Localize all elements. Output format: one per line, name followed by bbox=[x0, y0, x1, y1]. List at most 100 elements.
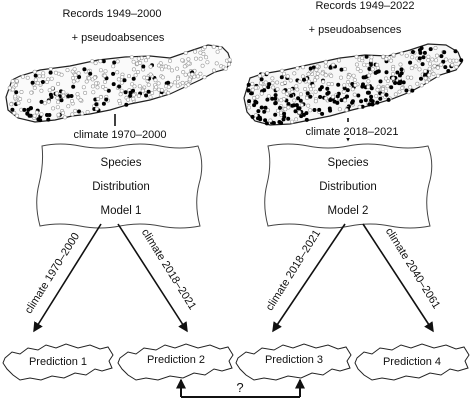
pseudoabsence-point bbox=[448, 58, 453, 63]
pseudoabsence-point bbox=[358, 69, 363, 74]
pseudoabsence-point bbox=[409, 75, 414, 80]
presence-point bbox=[25, 111, 30, 116]
pseudoabsence-point bbox=[286, 105, 291, 110]
pseudoabsence-point bbox=[204, 55, 209, 60]
pseudoabsence-point bbox=[71, 76, 76, 81]
pseudoabsence-point bbox=[375, 65, 380, 70]
pseudoabsence-point bbox=[218, 45, 223, 50]
pseudoabsence-point bbox=[131, 96, 136, 101]
pseudoabsence-point bbox=[98, 59, 103, 64]
pseudoabsence-point bbox=[391, 76, 396, 81]
pseudoabsence-point bbox=[186, 61, 191, 66]
presence-point bbox=[131, 76, 136, 81]
pseudoabsence-point bbox=[367, 73, 372, 78]
pseudoabsence-point bbox=[56, 112, 61, 117]
presence-point bbox=[39, 99, 44, 104]
presence-point bbox=[264, 121, 269, 126]
pseudoabsence-point bbox=[342, 98, 347, 103]
pseudoabsence-point bbox=[148, 72, 153, 77]
presence-point bbox=[419, 76, 423, 81]
presence-point bbox=[399, 67, 404, 72]
pseudoabsence-point bbox=[380, 93, 385, 98]
pseudoabsence-point bbox=[66, 104, 71, 109]
pseudoabsence-point bbox=[255, 94, 260, 99]
model-1-shape bbox=[36, 143, 203, 229]
pseudoabsence-point bbox=[299, 103, 304, 108]
pseudoabsence-point bbox=[384, 56, 389, 61]
pseudoabsence-point bbox=[405, 75, 410, 80]
model-1-box: Species Distribution Model 1 bbox=[36, 143, 203, 229]
prediction-2-label: Prediction 2 bbox=[147, 354, 205, 366]
pseudoabsence-point bbox=[404, 53, 409, 58]
pseudoabsence-point bbox=[190, 72, 195, 77]
presence-point bbox=[123, 90, 128, 95]
pseudoabsence-point bbox=[297, 110, 302, 115]
pseudoabsence-point bbox=[427, 73, 432, 78]
pseudoabsence-point bbox=[275, 87, 280, 92]
left-climate-label-bg bbox=[72, 126, 168, 142]
presence-point bbox=[146, 89, 151, 94]
pseudoabsence-point bbox=[61, 93, 66, 98]
pseudoabsence-point bbox=[175, 66, 180, 71]
presence-point bbox=[335, 94, 340, 99]
pseudoabsence-point bbox=[391, 52, 396, 57]
pseudoabsence-point bbox=[56, 100, 61, 105]
presence-point bbox=[263, 118, 268, 123]
pseudoabsence-point bbox=[285, 74, 290, 79]
pseudoabsence-point bbox=[300, 65, 305, 70]
pseudoabsence-point bbox=[131, 92, 136, 97]
prediction-3-label: Prediction 3 bbox=[265, 354, 323, 366]
pseudoabsence-point bbox=[323, 73, 328, 78]
pseudoabsence-point bbox=[427, 61, 432, 66]
presence-point bbox=[441, 59, 446, 64]
pseudoabsence-point bbox=[323, 64, 328, 69]
pseudoabsence-point bbox=[360, 56, 365, 61]
pseudoabsence-point bbox=[169, 82, 174, 87]
pseudoabsence-point bbox=[41, 71, 46, 76]
pseudoabsence-point bbox=[166, 85, 171, 90]
right-climate-label: climate 2018–2021 bbox=[306, 126, 399, 138]
pseudoabsence-point bbox=[284, 92, 289, 97]
left-branch-arrow-2 bbox=[117, 223, 188, 333]
presence-point bbox=[256, 109, 261, 114]
pseudoabsence-point bbox=[383, 88, 388, 93]
pseudoabsence-point bbox=[59, 72, 64, 77]
pseudoabsence-point bbox=[102, 73, 107, 78]
pseudoabsence-point bbox=[42, 101, 47, 106]
pseudoabsence-point bbox=[399, 51, 404, 56]
pseudoabsence-point bbox=[55, 105, 60, 110]
pseudoabsence-point bbox=[330, 94, 335, 99]
pseudoabsence-point bbox=[346, 80, 351, 85]
presence-point bbox=[77, 75, 82, 79]
pseudoabsence-point bbox=[186, 57, 191, 62]
pseudoabsence-point bbox=[214, 61, 219, 66]
prediction-1: Prediction 1 bbox=[2, 343, 114, 381]
right-map-points bbox=[246, 45, 464, 126]
pseudoabsence-point bbox=[202, 75, 207, 80]
pseudoabsence-point bbox=[103, 87, 108, 92]
pseudoabsence-point bbox=[12, 111, 17, 116]
pseudoabsence-point bbox=[351, 73, 356, 78]
pseudoabsence-point bbox=[389, 58, 394, 63]
pseudoabsence-point bbox=[33, 77, 38, 82]
pseudoabsence-point bbox=[205, 60, 210, 65]
presence-point bbox=[363, 98, 368, 103]
pseudoabsence-point bbox=[173, 80, 178, 85]
pseudoabsence-point bbox=[85, 110, 90, 115]
pseudoabsence-point bbox=[270, 80, 275, 85]
pseudoabsence-point bbox=[182, 64, 187, 69]
pseudoabsence-point bbox=[7, 85, 12, 90]
presence-point bbox=[312, 108, 317, 112]
presence-point bbox=[36, 117, 41, 122]
pseudoabsence-point bbox=[19, 90, 24, 95]
pseudoabsence-point bbox=[111, 64, 116, 69]
pseudoabsence-point bbox=[366, 85, 371, 90]
pseudoabsence-point bbox=[76, 95, 81, 100]
pseudoabsence-point bbox=[166, 90, 171, 95]
presence-point bbox=[111, 71, 116, 76]
presence-point bbox=[418, 50, 423, 55]
presence-point bbox=[417, 56, 422, 61]
pseudoabsence-point bbox=[55, 96, 60, 101]
pseudoabsence-point bbox=[10, 87, 15, 92]
presence-point bbox=[367, 102, 372, 107]
